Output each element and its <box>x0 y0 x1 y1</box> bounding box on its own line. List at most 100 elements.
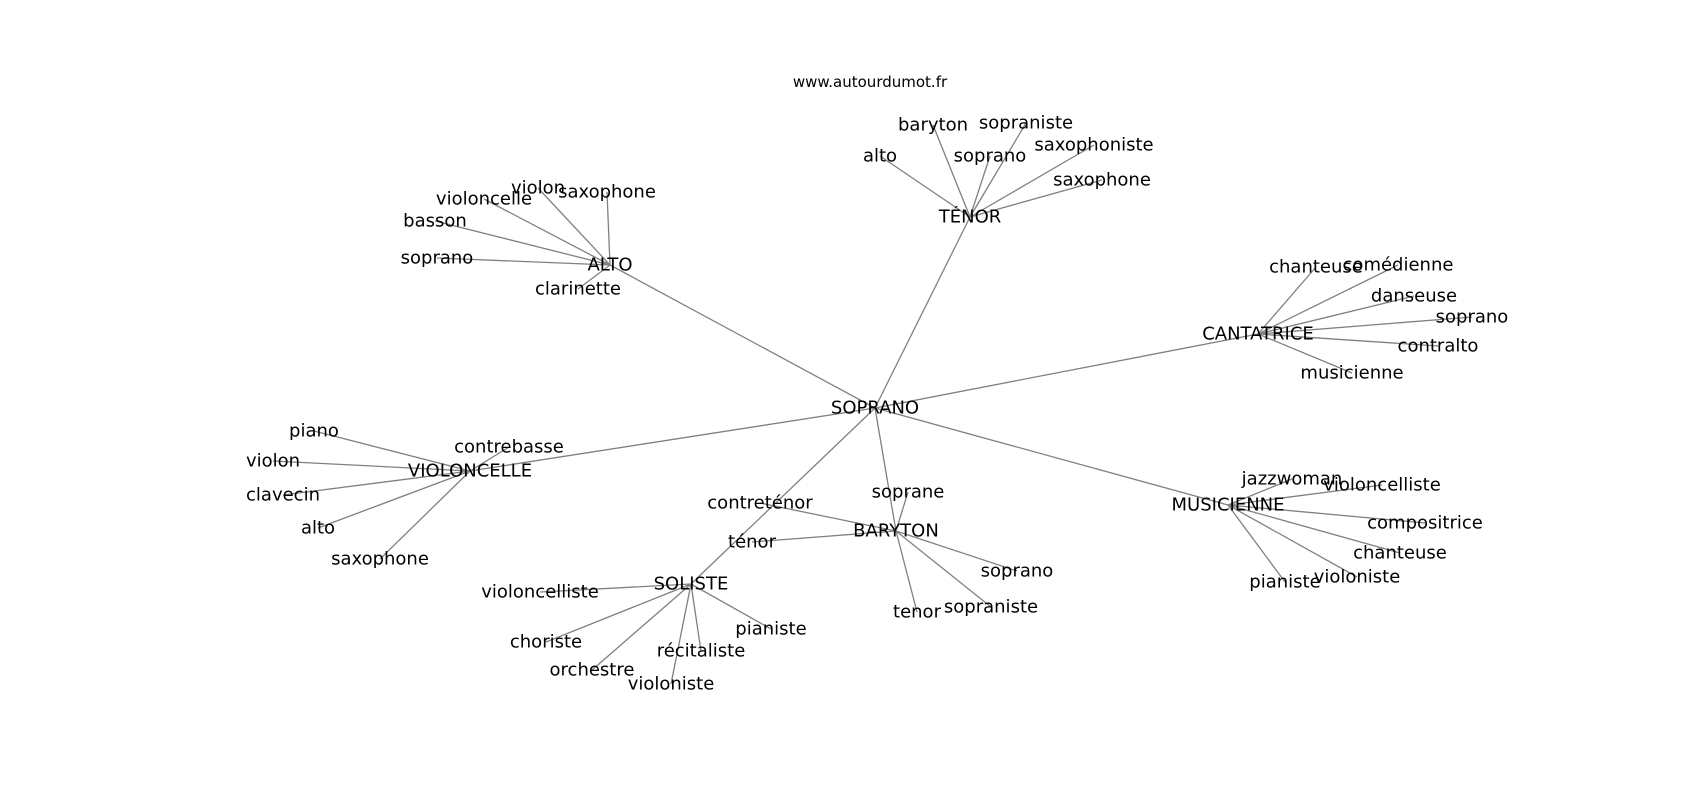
leaf-node-baryton-1: contreténor <box>707 493 813 514</box>
edge-tenor-leaf-2 <box>879 155 971 218</box>
leaf-node-cantatrice-2: danseuse <box>1371 286 1457 307</box>
edge-baryton-leaf-1 <box>759 502 897 532</box>
leaf-node-cantatrice-3: soprano <box>1436 307 1509 328</box>
leaf-node-baryton-2: ténor <box>728 532 777 553</box>
leaf-node-baryton-5: tenor <box>893 602 942 623</box>
edge-cantatrice-leaf-0 <box>1257 266 1317 335</box>
leaf-node-tenor-5: saxophone <box>1053 170 1151 191</box>
edge-soliste-leaf-5 <box>670 583 692 685</box>
leaf-node-tenor-2: alto <box>863 146 897 167</box>
leaf-node-alto-5: clarinette <box>535 279 621 300</box>
leaf-node-violoncelle-1: contrebasse <box>454 437 564 458</box>
leaf-node-violoncelle-5: saxophone <box>331 549 429 570</box>
edge-soliste-leaf-0 <box>539 583 692 593</box>
edge-musicienne-leaf-3 <box>1227 504 1401 554</box>
edge-violoncelle-leaf-3 <box>282 470 471 496</box>
leaf-node-cantatrice-0: chanteuse <box>1269 257 1363 278</box>
edge-baryton-leaf-3 <box>895 530 1018 572</box>
edge-violoncelle-leaf-1 <box>469 446 510 472</box>
edge-alto-leaf-1 <box>606 191 611 266</box>
hub-node-soliste: SOLISTE <box>654 574 729 595</box>
leaf-node-cantatrice-1: comédienne <box>1343 255 1454 276</box>
edge-soliste-leaf-4 <box>591 583 692 671</box>
edge-root-alto <box>609 264 876 409</box>
edge-soliste-leaf-3 <box>690 583 702 652</box>
edge-musicienne-leaf-1 <box>1227 484 1383 506</box>
hub-node-cantatrice: CANTATRICE <box>1202 324 1314 345</box>
leaf-node-alto-2: violoncelle <box>436 189 532 210</box>
edge-musicienne-leaf-0 <box>1227 478 1293 506</box>
edge-musicienne-leaf-4 <box>1227 504 1358 578</box>
edge-tenor-leaf-0 <box>932 124 971 218</box>
leaf-node-musicienne-0: jazzwoman <box>1241 469 1343 490</box>
leaf-node-violoncelle-2: violon <box>246 451 300 472</box>
edge-tenor-leaf-3 <box>969 155 991 218</box>
labels: SOPRANOALTOviolonsaxophonevioloncellebas… <box>246 113 1508 695</box>
edge-root-tenor <box>874 216 971 409</box>
leaf-node-alto-1: saxophone <box>558 182 656 203</box>
leaf-node-tenor-4: saxophoniste <box>1034 135 1153 156</box>
source-credit: www.autourdumot.fr <box>793 73 948 91</box>
edge-baryton-leaf-2 <box>751 530 897 543</box>
edge-violoncelle-leaf-2 <box>272 460 471 472</box>
hub-node-tenor: TÉNOR <box>938 206 1002 228</box>
edge-soliste-leaf-2 <box>545 583 692 643</box>
leaf-node-musicienne-1: violoncelliste <box>1323 475 1441 496</box>
leaf-node-tenor-3: soprano <box>954 146 1027 167</box>
edge-alto-leaf-5 <box>577 264 611 290</box>
edge-tenor-leaf-4 <box>969 144 1095 218</box>
edge-alto-leaf-0 <box>537 187 611 266</box>
leaf-node-soliste-4: orchestre <box>550 660 635 681</box>
edge-root-baryton <box>874 407 897 532</box>
edge-musicienne-leaf-5 <box>1227 504 1286 583</box>
leaf-node-musicienne-4: violoniste <box>1314 567 1401 588</box>
leaf-node-alto-4: soprano <box>401 248 474 269</box>
edge-root-cantatrice <box>874 333 1259 409</box>
edge-cantatrice-leaf-2 <box>1257 295 1415 335</box>
leaf-node-alto-0: violon <box>511 178 565 199</box>
leaf-node-tenor-0: baryton <box>898 115 968 136</box>
edge-violoncelle-leaf-4 <box>317 470 471 529</box>
leaf-node-baryton-3: soprano <box>981 561 1054 582</box>
edge-root-violoncelle <box>469 407 876 472</box>
leaf-node-soliste-3: récitaliste <box>657 641 746 662</box>
leaf-node-tenor-1: sopraniste <box>979 113 1073 134</box>
hub-node-alto: ALTO <box>587 255 632 276</box>
edge-baryton-leaf-4 <box>895 530 992 608</box>
leaf-node-violoncelle-4: alto <box>301 518 335 539</box>
edge-tenor-leaf-5 <box>969 179 1103 218</box>
leaf-node-musicienne-5: pianiste <box>1249 572 1320 593</box>
edge-cantatrice-leaf-4 <box>1257 333 1439 347</box>
edge-alto-leaf-4 <box>436 257 611 266</box>
leaf-node-musicienne-3: chanteuse <box>1353 543 1447 564</box>
leaf-node-musicienne-2: compositrice <box>1367 513 1483 534</box>
edge-musicienne-leaf-2 <box>1227 504 1426 524</box>
hub-node-baryton: BARYTON <box>853 521 939 542</box>
leaf-node-alto-3: basson <box>403 211 467 232</box>
hub-node-violoncelle: VIOLONCELLE <box>408 461 532 482</box>
edge-root-soliste <box>690 407 876 585</box>
edge-cantatrice-leaf-3 <box>1257 316 1473 335</box>
leaf-node-cantatrice-4: contralto <box>1398 336 1479 357</box>
edge-cantatrice-leaf-5 <box>1257 333 1353 374</box>
leaf-node-soliste-1: pianiste <box>735 619 806 640</box>
leaf-node-violoncelle-0: piano <box>289 421 339 442</box>
edge-root-musicienne <box>874 407 1229 506</box>
edge-alto-leaf-3 <box>434 220 611 266</box>
root-node-label: SOPRANO <box>831 398 919 419</box>
leaf-node-baryton-0: soprane <box>872 482 945 503</box>
edge-alto-leaf-2 <box>483 198 611 266</box>
edges <box>272 122 1473 685</box>
leaf-node-soliste-5: violoniste <box>628 674 715 695</box>
leaf-node-soliste-0: violoncelliste <box>481 582 599 603</box>
hub-node-musicienne: MUSICIENNE <box>1172 495 1285 516</box>
edge-tenor-leaf-1 <box>969 122 1027 218</box>
edge-cantatrice-leaf-1 <box>1257 264 1399 335</box>
leaf-node-baryton-4: sopraniste <box>944 597 1038 618</box>
edge-baryton-leaf-5 <box>895 530 918 613</box>
edge-violoncelle-leaf-5 <box>379 470 471 560</box>
edge-soliste-leaf-1 <box>690 583 772 630</box>
leaf-node-violoncelle-3: clavecin <box>246 485 320 506</box>
edge-baryton-leaf-0 <box>895 491 909 532</box>
